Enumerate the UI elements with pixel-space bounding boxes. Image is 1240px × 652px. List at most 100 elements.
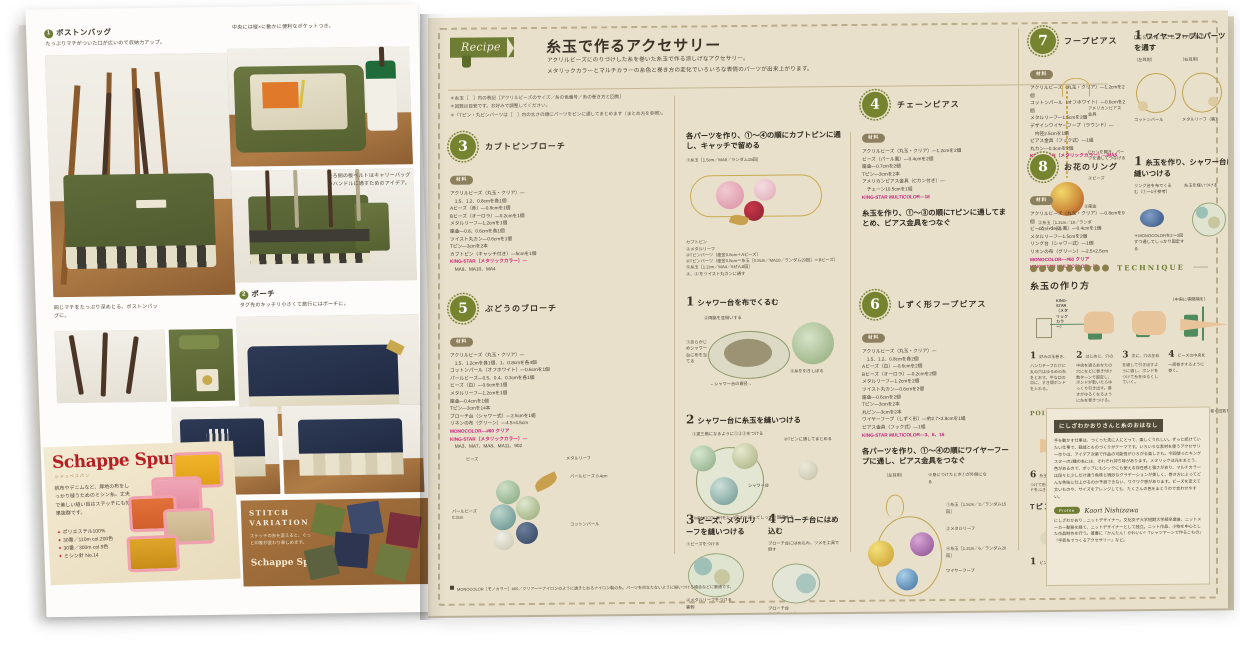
annotation: 裏側 bbox=[686, 604, 695, 610]
step-number: 6 bbox=[1030, 469, 1037, 480]
stitch-sample-patch bbox=[385, 511, 422, 549]
materials-label: 材料 bbox=[450, 175, 474, 185]
section-4: 4 チェーンピアス 材料 アクリルビーズ（丸玉・クリア）—1.2cmを2個 ビー… bbox=[862, 90, 1012, 229]
right-instruction-page: Recipe 糸玉で作るアクセサリー アクリルビーズにのりづけした糸を巻いた糸玉… bbox=[428, 10, 1228, 617]
annotation: ③糸を引きしぼる bbox=[790, 368, 824, 374]
profile-name: Kaori Nishizawa bbox=[1084, 505, 1139, 515]
section-number-badge: 3 bbox=[450, 133, 476, 160]
column-rule bbox=[1018, 28, 1019, 551]
section-6: 6 しずく形フープピアス 材料 アクリルビーズ（丸玉・クリア）— 1.5、1.2… bbox=[862, 290, 1012, 603]
photo-handles bbox=[54, 329, 168, 404]
annotation: ビーズ bbox=[466, 456, 479, 462]
annotation: ④糸玉［1.2cm／6／ランダム20回］ bbox=[946, 545, 1007, 558]
thread-spool-gold bbox=[126, 534, 181, 573]
section-title: お花のリング bbox=[1064, 161, 1118, 172]
step-heading: ビーズ、メタルリーフを縫いつける bbox=[686, 515, 757, 537]
annotation: パールビーズ 0.4cm bbox=[570, 473, 608, 479]
recipe-ribbon: Recipe bbox=[450, 37, 514, 58]
annotation: （左耳用） bbox=[1134, 57, 1155, 63]
materials-label: 材料 bbox=[1030, 195, 1054, 205]
step-heading: 糸玉を作り、シャワー台に縫いつける bbox=[1134, 157, 1228, 179]
ring-base-illustration: リング台を布でくるむ（①〜1④参考） 糸玉を縫いつける ＊MONOCOLORを2… bbox=[1134, 182, 1228, 255]
step-number: 1 bbox=[1134, 154, 1143, 169]
ad-body-text: 帆布やデニムなど、厚地の布をしっかり縫うためのミシン糸。丈夫で美しい縫い目はステ… bbox=[54, 483, 131, 517]
column-rule bbox=[674, 95, 675, 554]
technique-heading: 糸玉の作り方 bbox=[1030, 280, 1091, 292]
grape-brooch-illustration: ビーズ メタルリーフ パールビーズ 0.4cm パールビーズ 0.3cm コット… bbox=[450, 455, 666, 575]
thread-ball bbox=[496, 480, 520, 505]
annotation: ①糸玉［1.5cm／MA9／ランダム15回］ bbox=[686, 156, 761, 163]
annotation: ②メタルリーフ bbox=[946, 526, 976, 532]
kabutopin-brooch-illustration bbox=[686, 164, 842, 239]
materials-label: 材料 bbox=[862, 333, 886, 343]
section-number-badge: 8 bbox=[1030, 153, 1056, 181]
interview-box: にしざわかおりさんと糸のおはなし 手を動かす仕事は、つくった先に人にとって、楽し… bbox=[1046, 406, 1210, 587]
annotation: ②Tピンに通してまとめる bbox=[784, 436, 832, 442]
technique-illustration bbox=[1076, 297, 1151, 349]
annotation: メタルリーフ（裏） bbox=[1182, 116, 1220, 122]
technique-illustration: （中央に等間隔を） bbox=[1168, 297, 1208, 349]
annotation: ②、③'をツイスト丸カンに通す bbox=[686, 270, 746, 277]
step-heading: 各パーツを作り、①〜④の順にカブトピンに通し、キャッチで留める bbox=[686, 130, 841, 151]
thread-ball bbox=[490, 504, 516, 531]
step-heading: 各パーツを作り、①〜④の順にワイヤーフープに通し、ピアス金具をつなぐ bbox=[862, 445, 1009, 467]
thread-ball bbox=[494, 530, 514, 551]
step-number: 4 bbox=[768, 511, 777, 526]
annotation: コットンパール bbox=[570, 521, 600, 527]
metal-leaf bbox=[532, 471, 560, 493]
shower-base-illustration: ②両脇を並縫いする ←シャワー台の直径→ ③糸を引きしぼる ①あらかじめシャワー… bbox=[686, 312, 842, 409]
materials-list: アクリルビーズ（丸玉・クリア）— 1.5、1.2、0.8cmを各1個 Aビーズ（… bbox=[450, 190, 537, 272]
photo-boston-bag-hero bbox=[44, 52, 236, 298]
materials-list: アクリルビーズ（丸玉・クリア）—0.8cmを9個 ビーズ（パール風）—0.4cm… bbox=[1030, 210, 1125, 269]
technique-band-label: TECHNIQUE bbox=[1117, 262, 1185, 273]
step-text: はじめに、穴の中央を通るあなたの穴になどに巻き付け数ターンで固定し、ボンドが乾い… bbox=[1076, 353, 1114, 403]
item-number-badge: 2 bbox=[239, 290, 249, 300]
wire-hoop-illustration: （左耳用） （右耳用） コットンパール メタルリーフ（裏） bbox=[1134, 57, 1226, 152]
step-number: 1 bbox=[686, 294, 695, 309]
page-title: 糸玉で作るアクセサリー bbox=[546, 36, 722, 56]
materials-list: アクリルビーズ（丸玉・クリア）—1.2cmを2個 ビーズ（パール風）—0.4cm… bbox=[862, 147, 962, 200]
photo-bag-interior bbox=[226, 46, 413, 167]
section-title: カブトピンブローチ bbox=[485, 141, 566, 151]
annotation: （右耳用） bbox=[1180, 56, 1201, 62]
thread-ball bbox=[516, 521, 538, 545]
annotation: ＊MONOCOLORを2〜3回ずつ通してしっかり固定する bbox=[1134, 232, 1185, 251]
section-8: 8 お花のリング 材料 アクリルビーズ（丸玉・クリア）—0.8cmを9個 ビーズ… bbox=[1030, 153, 1126, 271]
annotation: ①あらかじめシャワー台に布を当てる bbox=[686, 339, 707, 364]
step-heading: シャワー台に糸玉を縫いつける bbox=[697, 415, 801, 426]
step-number: 1 bbox=[1134, 28, 1143, 43]
step-number: 2 bbox=[1076, 350, 1083, 361]
materials-list: アクリルビーズ（丸玉・クリア）—1.2cmを2個 コットンパール（オフホワイト）… bbox=[1030, 84, 1126, 159]
annotation: （中央に等間隔を） bbox=[1170, 296, 1209, 302]
stitch-variation-body: ステッチの糸を変えると、ぐっと印象が変わり楽しめます。 bbox=[249, 532, 312, 546]
section-3-diagram: 各パーツを作り、①〜④の順にカブトピンに通し、キャッチで留める ①糸玉［1.5c… bbox=[686, 130, 842, 278]
profile-tag: Profile bbox=[1054, 506, 1080, 515]
materials-label: 材料 bbox=[450, 337, 474, 347]
annotation: ブローチ台にはめ込み、ツメを工具で倒す bbox=[768, 540, 840, 553]
step-heading: ワイヤーフープにパーツを通す bbox=[1134, 31, 1226, 53]
materials-label: 材料 bbox=[1030, 69, 1054, 79]
annotation: 糸玉を縫いつける bbox=[1184, 182, 1218, 188]
section-title: ぶどうのブローチ bbox=[485, 303, 557, 313]
annotation: ※身につけたとき①が外側になる bbox=[928, 471, 987, 484]
annotation: コットンパール bbox=[1134, 117, 1164, 123]
thread-ball bbox=[798, 460, 818, 481]
materials-list: アクリルビーズ（丸玉・クリア）— 1.5、1.2、0.8cmを各2個 Aビーズ（… bbox=[862, 348, 966, 438]
materials-list: アクリルビーズ（丸玉・クリア）— 1.5、1.2cmを各1個、1、0.8cmを各… bbox=[450, 352, 550, 450]
left-photo-caption-1: 中央には縦×に動かに便利なポケットつき。 bbox=[231, 23, 334, 31]
section-number-badge: 7 bbox=[1030, 27, 1056, 55]
annotation: （左耳用） bbox=[884, 472, 905, 478]
annotation: ←シャワー台の直径→ bbox=[710, 381, 752, 387]
section-number-badge: 5 bbox=[450, 295, 476, 322]
section-title: しずく形フープピアス bbox=[897, 299, 987, 309]
ribbon-tail-icon bbox=[462, 55, 471, 68]
stitch-variation-block: STITCH VARIATION ステッチの糸を変えると、ぐっと印象が変わり楽し… bbox=[240, 497, 439, 587]
